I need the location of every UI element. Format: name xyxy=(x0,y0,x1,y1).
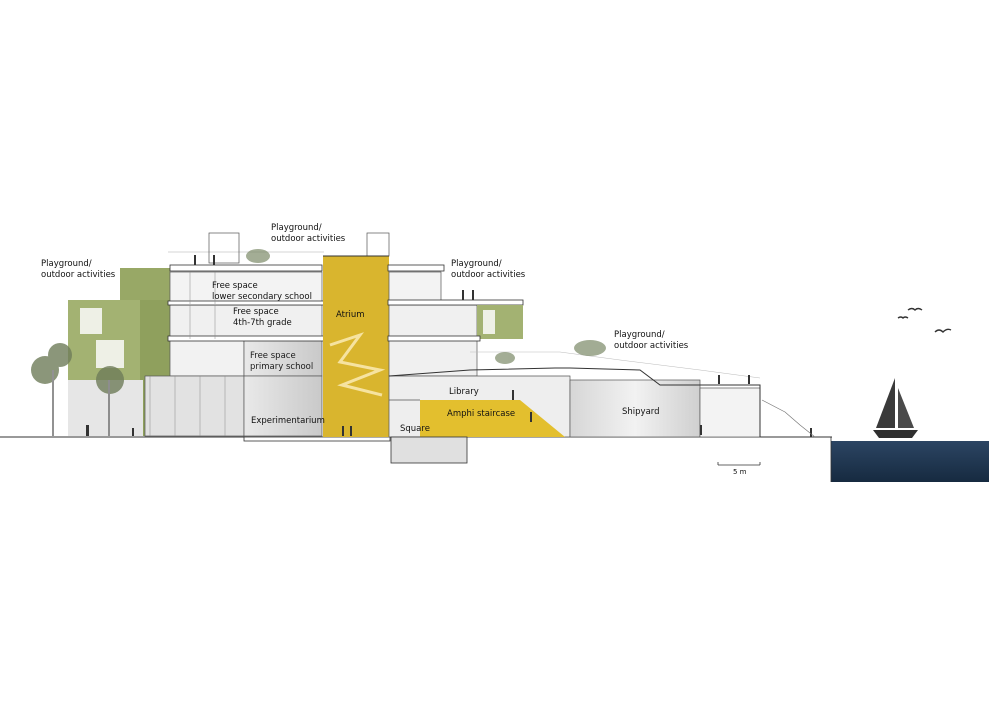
label-shipyard: Shipyard xyxy=(622,407,660,417)
scale-bar-label: 5 m xyxy=(733,468,747,476)
label-playground-far-right: Playground/ outdoor activities xyxy=(614,330,689,351)
label-library: Library xyxy=(449,387,479,397)
label-playground-right: Playground/ outdoor activities xyxy=(451,259,526,280)
person-silhouette-icon xyxy=(86,255,812,437)
roof-railing-right xyxy=(470,351,761,379)
label-free-space-4th-7th: Free space 4th-7th grade xyxy=(233,307,292,328)
seagull-icon xyxy=(897,307,952,333)
label-amphi-staircase: Amphi staircase xyxy=(447,409,516,419)
scale-bar xyxy=(717,462,761,466)
sea xyxy=(831,441,989,482)
label-free-space-lower-secondary: Free space lower secondary school xyxy=(212,281,312,302)
lower-right-block xyxy=(388,367,761,464)
label-atrium: Atrium xyxy=(336,310,365,320)
main-building-left xyxy=(144,232,325,437)
label-playground-top: Playground/ outdoor activities xyxy=(271,223,346,244)
tree-icon xyxy=(31,343,124,436)
sailboat-icon xyxy=(873,378,918,438)
label-experimentarium: Experimentarium xyxy=(251,416,325,426)
roof-tree-icon xyxy=(246,249,606,364)
exterior-stair xyxy=(761,399,816,438)
atrium-tower xyxy=(323,232,390,437)
left-green-block xyxy=(68,268,170,436)
basement-left xyxy=(243,436,391,442)
label-free-space-primary: Free space primary school xyxy=(250,351,314,372)
mid-building-right xyxy=(387,264,524,377)
label-playground-left: Playground/ outdoor activities xyxy=(41,259,116,280)
label-square: Square xyxy=(400,424,430,434)
